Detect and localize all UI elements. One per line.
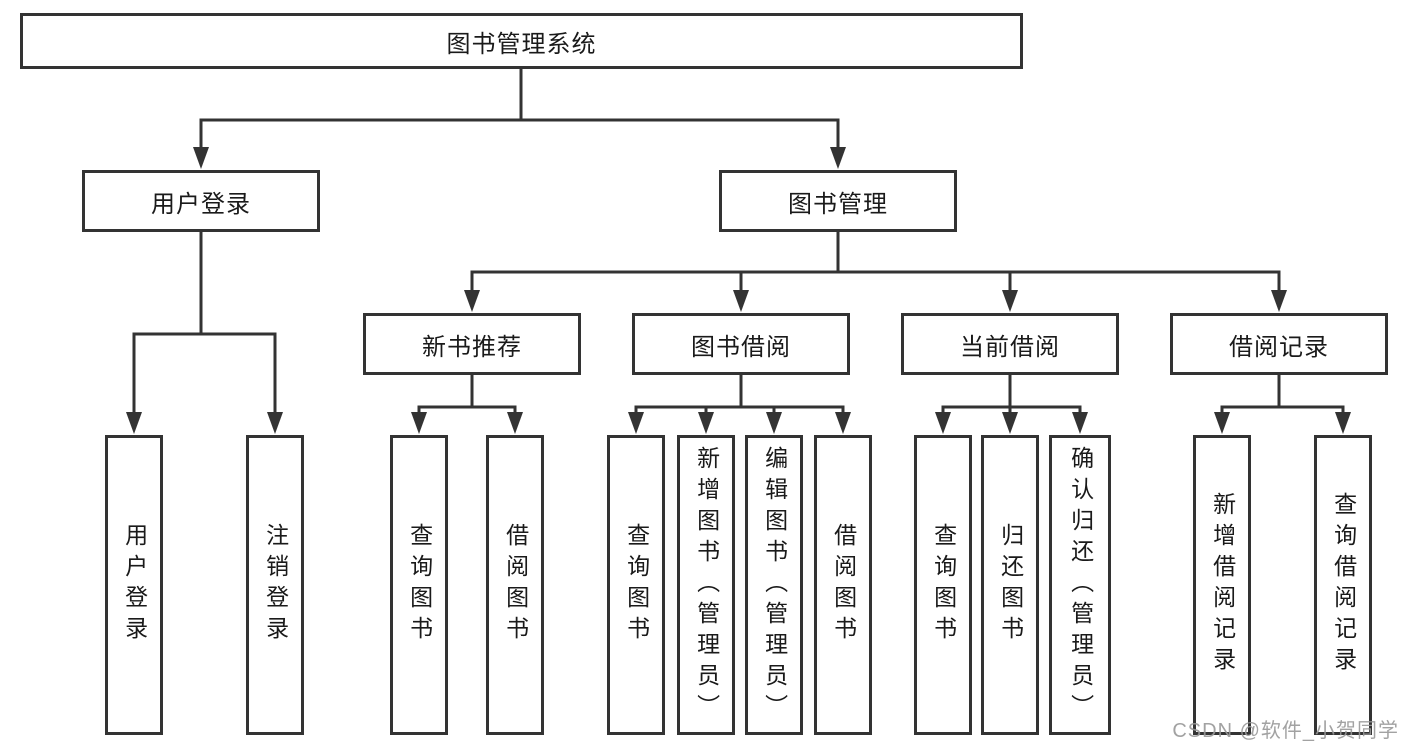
- leaf-borrow-books-recommend: 借阅图书: [486, 435, 544, 735]
- node-new-book-recommend-label: 新书推荐: [422, 333, 522, 361]
- leaf-query-books-borrow: 查询图书: [607, 435, 665, 735]
- leaf-query-borrow-record: 查询借阅记录: [1314, 435, 1372, 735]
- leaf-user-login: 用户登录: [105, 435, 163, 735]
- leaf-add-borrow-record: 新增借阅记录: [1193, 435, 1251, 735]
- leaf-logout-label: 注销登录: [262, 523, 289, 647]
- node-user-login-label: 用户登录: [151, 190, 251, 218]
- node-borrow-records-label: 借阅记录: [1229, 333, 1329, 361]
- leaf-user-login-label: 用户登录: [121, 523, 148, 647]
- leaf-add-borrow-record-label: 新增借阅记录: [1209, 492, 1236, 678]
- node-book-management-label: 图书管理: [788, 190, 888, 218]
- leaf-query-books-borrow-label: 查询图书: [623, 523, 650, 647]
- leaf-query-books-current: 查询图书: [914, 435, 972, 735]
- arrowhead-icons: [126, 147, 1351, 434]
- node-book-management: 图书管理: [719, 170, 957, 232]
- leaf-borrow-books: 借阅图书: [814, 435, 872, 735]
- leaf-return-book: 归还图书: [981, 435, 1039, 735]
- node-current-borrow: 当前借阅: [901, 313, 1119, 375]
- watermark: CSDN @软件_小贺同学: [1172, 720, 1399, 742]
- leaf-logout: 注销登录: [246, 435, 304, 735]
- node-user-login: 用户登录: [82, 170, 320, 232]
- node-book-borrow: 图书借阅: [632, 313, 850, 375]
- leaf-borrow-books-label: 借阅图书: [830, 523, 857, 647]
- leaf-confirm-return-admin-label: 确认归还（管理员）: [1067, 445, 1094, 725]
- node-current-borrow-label: 当前借阅: [960, 333, 1060, 361]
- node-new-book-recommend: 新书推荐: [363, 313, 581, 375]
- node-root: 图书管理系统: [20, 13, 1023, 69]
- leaf-query-books-current-label: 查询图书: [930, 523, 957, 647]
- leaf-confirm-return-admin: 确认归还（管理员）: [1049, 435, 1111, 735]
- leaf-return-book-label: 归还图书: [997, 523, 1024, 647]
- node-borrow-records: 借阅记录: [1170, 313, 1388, 375]
- leaf-query-borrow-record-label: 查询借阅记录: [1330, 492, 1357, 678]
- node-root-label: 图书管理系统: [446, 30, 597, 58]
- leaf-edit-book-admin: 编辑图书（管理员）: [745, 435, 803, 735]
- leaf-borrow-books-recommend-label: 借阅图书: [502, 523, 529, 647]
- node-book-borrow-label: 图书借阅: [691, 333, 791, 361]
- leaf-add-book-admin: 新增图书（管理员）: [677, 435, 735, 735]
- leaf-query-books-recommend: 查询图书: [390, 435, 448, 735]
- leaf-query-books-recommend-label: 查询图书: [406, 523, 433, 647]
- leaf-add-book-admin-label: 新增图书（管理员）: [693, 445, 720, 725]
- leaf-edit-book-admin-label: 编辑图书（管理员）: [761, 445, 788, 725]
